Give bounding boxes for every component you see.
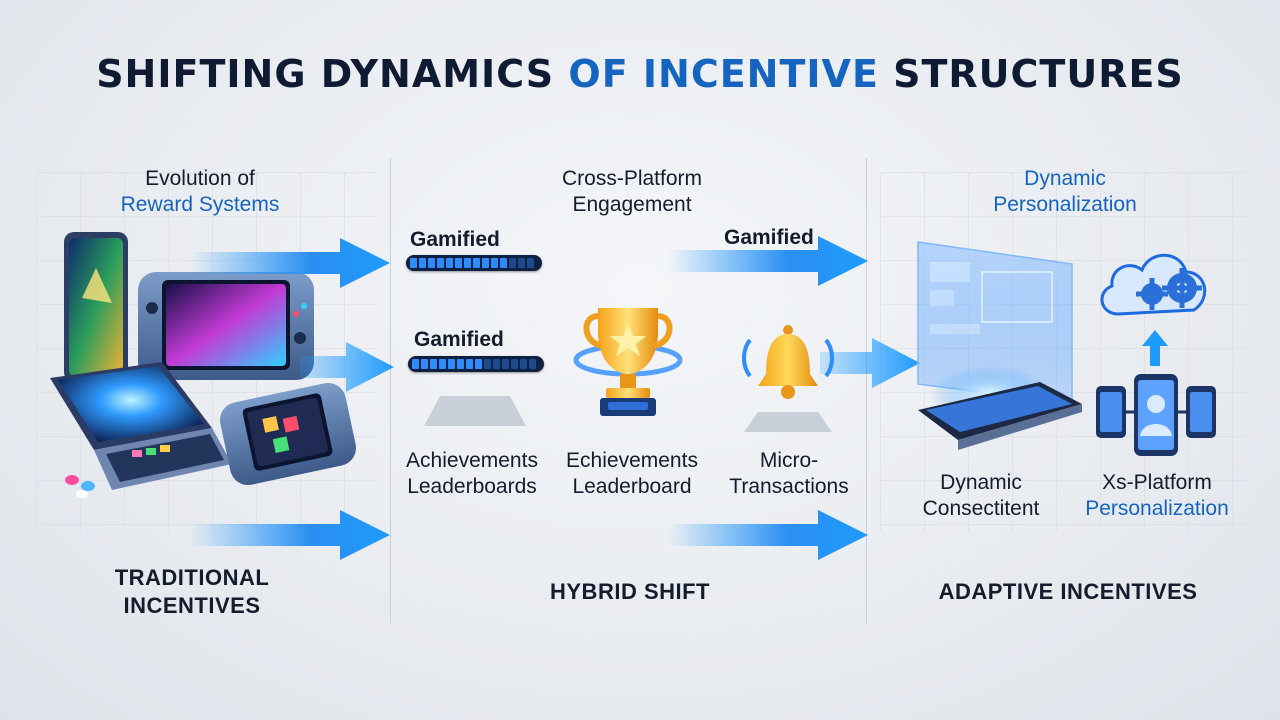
right-item2-line2: Personalization (1085, 497, 1229, 520)
progress-segment (466, 359, 473, 369)
progress-segment (428, 258, 435, 268)
middle-heading-line2: Engagement (572, 193, 692, 216)
progress-segment (529, 359, 536, 369)
progress-segment (412, 359, 419, 369)
arrow-left-middle (300, 342, 394, 392)
middle-footer: HYBRID SHIFT (550, 579, 710, 604)
progress-segment (493, 359, 500, 369)
progress-segment (518, 258, 525, 268)
middle-item3-line2: Transactions (729, 475, 849, 498)
middle-item2-line1: Echievements (566, 449, 698, 472)
middle-item3-line1: Micro- (759, 449, 819, 472)
divider-left (390, 158, 391, 623)
up-arrow-icon (1142, 330, 1168, 366)
progress-segment (437, 258, 444, 268)
arrow-middle-bell (820, 338, 920, 388)
progress-segment (464, 258, 471, 268)
left-heading-line2: Reward Systems (120, 193, 280, 216)
left-footer-line2: INCENTIVES (123, 593, 261, 618)
devices-collage-icon (50, 232, 356, 498)
right-item-xsplatform: Xs-Platform Personalization (1062, 470, 1252, 522)
middle-item-microtransactions: Micro- Transactions (714, 448, 864, 500)
progress-bar-1 (406, 255, 542, 271)
progress-segment (446, 258, 453, 268)
progress-segment (482, 258, 489, 268)
progress-segment (455, 258, 462, 268)
middle-heading: Cross-Platform Engagement (512, 166, 752, 218)
progress-segment (491, 258, 498, 268)
right-item-dynamic: Dynamic Consectitent (900, 470, 1062, 522)
bell-icon (742, 325, 834, 432)
middle-item-achievements: Achievements Leaderboards (390, 448, 554, 500)
middle-item2-line2: Leaderboard (572, 475, 692, 498)
right-footer: ADAPTIVE INCENTIVES (938, 579, 1198, 604)
left-heading: Evolution of Reward Systems (90, 166, 310, 218)
page-title: SHIFTING DYNAMICS OF INCENTIVE STRUCTURE… (0, 52, 1280, 96)
right-item1-line2: Consectitent (922, 497, 1040, 520)
progress-bar-2 (408, 356, 544, 372)
progress-segment (473, 258, 480, 268)
progress-segment (502, 359, 509, 369)
progress-segment (511, 359, 518, 369)
middle-item1-line1: Achievements (406, 449, 538, 472)
bar2-label: Gamified (414, 328, 504, 351)
arrow-middle-top (668, 236, 868, 286)
progress-segment (439, 359, 446, 369)
title-part3: STRUCTURES (878, 52, 1184, 96)
progress-segment (520, 359, 527, 369)
bar1-label: Gamified (410, 228, 500, 251)
title-part1: SHIFTING DYNAMICS (96, 52, 569, 96)
right-item2-line1: Xs-Platform (1102, 471, 1212, 494)
progress-segment (419, 258, 426, 268)
multi-device-user-icon (1096, 374, 1216, 456)
middle-item1-line2: Leaderboards (407, 475, 537, 498)
progress-segment (457, 359, 464, 369)
divider-right (866, 158, 867, 623)
tablet-hologram-icon (917, 241, 1082, 450)
progress-segment (527, 258, 534, 268)
trophy-icon (573, 308, 683, 416)
progress-segment (430, 359, 437, 369)
progress-segment (448, 359, 455, 369)
right-heading: Dynamic Personalization (950, 166, 1180, 218)
progress-segment (410, 258, 417, 268)
progress-segment (475, 359, 482, 369)
left-footer: TRADITIONAL INCENTIVES (92, 564, 292, 620)
right-heading-line1: Dynamic (1024, 167, 1106, 190)
left-footer-line1: TRADITIONAL (114, 565, 270, 590)
cloud-gears-icon (1100, 253, 1207, 316)
achievement-shadow (424, 396, 526, 426)
middle-heading-line1: Cross-Platform (561, 167, 703, 190)
arrow-middle-bottom (668, 510, 868, 560)
progress-segment (484, 359, 491, 369)
right-heading-line2: Personalization (993, 193, 1137, 216)
arrow-label: Gamified (724, 226, 814, 249)
right-item1-line1: Dynamic (940, 471, 1022, 494)
arrow-left-top (190, 238, 390, 288)
progress-segment (509, 258, 516, 268)
progress-segment (421, 359, 428, 369)
progress-segment (500, 258, 507, 268)
title-part2: OF INCENTIVE (568, 52, 879, 96)
arrow-left-bottom (190, 510, 390, 560)
left-heading-line1: Evolution of (145, 167, 255, 190)
middle-item-echievements: Echievements Leaderboard (550, 448, 714, 500)
